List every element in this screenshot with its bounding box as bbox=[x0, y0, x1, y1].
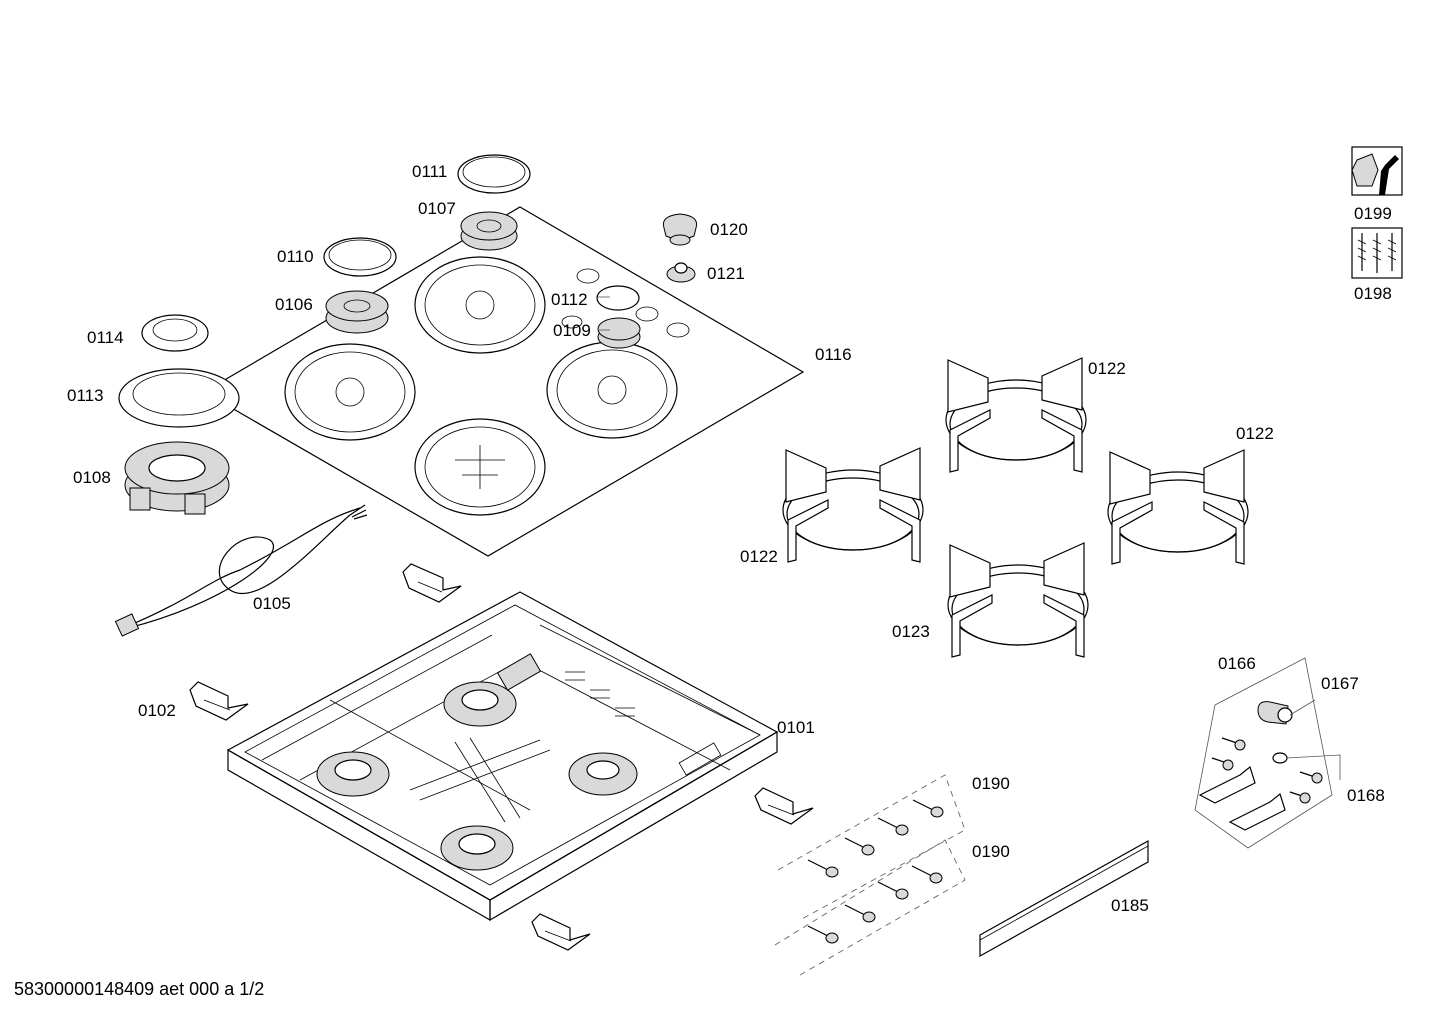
label-0110[interactable]: 0110 bbox=[277, 247, 314, 266]
label-0166[interactable]: 0166 bbox=[1218, 654, 1256, 673]
label-0122-right[interactable]: 0122 bbox=[1236, 424, 1274, 443]
wok-burner-body[interactable] bbox=[124, 441, 230, 515]
label-0199[interactable]: 0199 bbox=[1354, 204, 1392, 223]
label-0190-upper[interactable]: 0190 bbox=[972, 774, 1010, 793]
label-0122-rear[interactable]: 0122 bbox=[1088, 359, 1126, 378]
mounting-clip-left[interactable] bbox=[189, 681, 249, 721]
seal-strip[interactable] bbox=[979, 839, 1149, 958]
label-0102[interactable]: 0102 bbox=[138, 701, 176, 720]
base-tray[interactable] bbox=[226, 591, 779, 922]
label-0109[interactable]: 0109 bbox=[553, 321, 591, 340]
thermocouple-cable[interactable] bbox=[114, 504, 368, 637]
leader-lines bbox=[598, 296, 610, 331]
label-0198[interactable]: 0198 bbox=[1354, 284, 1392, 303]
label-0122-left[interactable]: 0122 bbox=[740, 547, 778, 566]
label-0120[interactable]: 0120 bbox=[710, 220, 748, 239]
burner-pan-front bbox=[414, 418, 546, 516]
screw-set-upper[interactable] bbox=[777, 774, 966, 921]
burner-cap-medium[interactable] bbox=[323, 237, 397, 277]
part-labels: 0111 0107 0110 0106 0114 0113 0108 0105 … bbox=[67, 162, 1392, 915]
label-0116[interactable]: 0116 bbox=[815, 345, 852, 364]
label-0114[interactable]: 0114 bbox=[87, 328, 124, 347]
pan-support-left[interactable] bbox=[782, 447, 924, 563]
label-0107[interactable]: 0107 bbox=[418, 199, 456, 218]
burner-cap-small[interactable] bbox=[457, 154, 531, 194]
knob-bezel[interactable] bbox=[666, 262, 696, 283]
label-0106[interactable]: 0106 bbox=[275, 295, 313, 314]
burner-pan-left bbox=[284, 343, 416, 441]
burner-pan-right bbox=[546, 341, 678, 439]
wrench-nut-icon bbox=[1351, 146, 1403, 196]
mounting-clip-right[interactable] bbox=[754, 787, 814, 825]
label-0185[interactable]: 0185 bbox=[1111, 896, 1149, 915]
pan-support-front[interactable] bbox=[947, 542, 1089, 658]
document-id: 58300000148409 aet 000 a 1/2 bbox=[14, 979, 265, 999]
screws-icon bbox=[1351, 227, 1403, 279]
mounting-clip-top[interactable] bbox=[402, 563, 462, 603]
label-0105[interactable]: 0105 bbox=[253, 594, 291, 613]
label-0123[interactable]: 0123 bbox=[892, 622, 930, 641]
pan-support-right[interactable] bbox=[1107, 449, 1249, 565]
wok-outer-cap[interactable] bbox=[118, 368, 240, 428]
label-0112[interactable]: 0112 bbox=[551, 290, 588, 309]
pan-support-rear[interactable] bbox=[945, 357, 1087, 473]
burner-cap-aux[interactable] bbox=[596, 285, 640, 311]
burner-pan-rear bbox=[414, 256, 546, 354]
burner-crown-small[interactable] bbox=[460, 211, 518, 251]
control-knob[interactable] bbox=[662, 213, 698, 246]
label-0113[interactable]: 0113 bbox=[67, 386, 104, 405]
label-0108[interactable]: 0108 bbox=[73, 468, 111, 487]
burner-crown-aux[interactable] bbox=[597, 317, 641, 349]
gas-fitting-kit[interactable] bbox=[1194, 657, 1341, 849]
screw-set-lower[interactable] bbox=[774, 839, 966, 976]
label-0101[interactable]: 0101 bbox=[777, 718, 815, 737]
burner-crown-medium[interactable] bbox=[325, 290, 389, 334]
wok-inner-cap[interactable] bbox=[141, 314, 209, 352]
mounting-clip-bottom[interactable] bbox=[531, 913, 591, 951]
label-0111[interactable]: 0111 bbox=[412, 162, 447, 181]
label-0168[interactable]: 0168 bbox=[1347, 786, 1385, 805]
label-0190-lower[interactable]: 0190 bbox=[972, 842, 1010, 861]
label-0167[interactable]: 0167 bbox=[1321, 674, 1359, 693]
cooktop-plate[interactable] bbox=[202, 206, 805, 557]
label-0121[interactable]: 0121 bbox=[707, 264, 745, 283]
